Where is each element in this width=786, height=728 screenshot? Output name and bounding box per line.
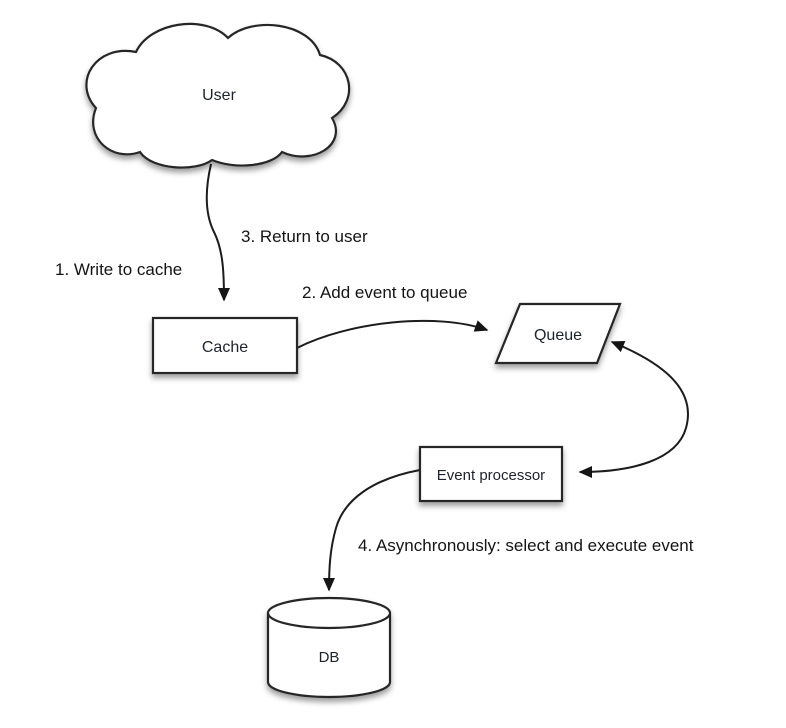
db-node-label: DB — [319, 649, 340, 666]
user-cloud-shape — [85, 22, 351, 169]
cache-node-label: Cache — [202, 339, 248, 356]
nodes-layer — [85, 22, 622, 699]
queue-parallelogram-shape — [494, 302, 622, 365]
edge-queue-event-processor — [578, 341, 689, 478]
queue-node-label: Queue — [534, 327, 582, 344]
step4-label: 4. Asynchronously: select and execute ev… — [358, 536, 694, 555]
user-node-label: User — [202, 87, 236, 104]
cache-rect-shape — [151, 316, 299, 375]
db-cylinder-shape — [266, 596, 392, 699]
edge-user-to-cache — [205, 163, 230, 302]
event-processor-node-label: Event processor — [437, 467, 545, 484]
step2-label: 2. Add event to queue — [302, 283, 467, 302]
node-labels-layer: User Cache Queue Event processor DB — [202, 87, 582, 666]
edge-processor-to-db — [323, 469, 421, 592]
step1-label: 1. Write to cache — [55, 260, 182, 279]
edge-labels-layer: 1. Write to cache 2. Add event to queue … — [55, 227, 694, 555]
edges-layer — [205, 163, 689, 592]
edge-cache-to-queue — [296, 319, 489, 349]
step3-label: 3. Return to user — [241, 227, 368, 246]
event-processor-rect-shape — [418, 445, 564, 503]
db-cylinder-top — [266, 596, 392, 630]
db-cylinder-body — [266, 613, 392, 699]
